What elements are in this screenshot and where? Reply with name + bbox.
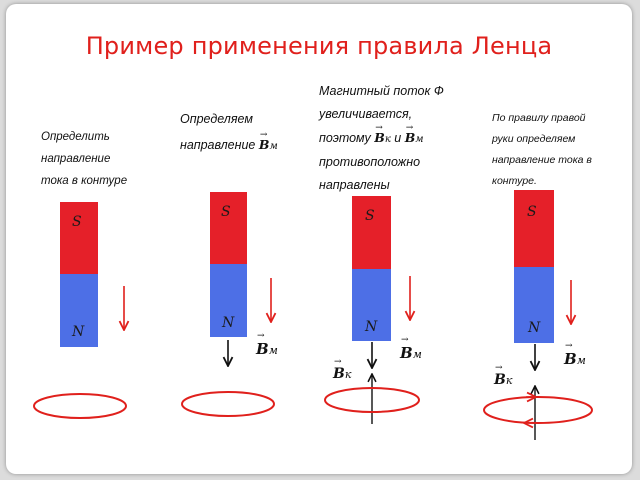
magnet-3-south: [352, 196, 391, 269]
vector-bm-subscript-2: м: [415, 134, 424, 145]
label-bm-2: Bм: [256, 331, 278, 358]
magnet-2: S N: [210, 192, 247, 337]
magnet-1-north-label: N: [71, 324, 85, 340]
caption-step-1-line-2: направление: [41, 153, 111, 165]
caption-step-4-line-2: руки определяем: [492, 133, 576, 145]
magnet-3-south-label: S: [365, 208, 375, 224]
label-bk-3: Bк: [333, 357, 352, 382]
label-bm-4: Bм: [564, 341, 586, 368]
coil-ring-1: [33, 393, 127, 419]
caption-step-2: Определяем направление Bм: [180, 107, 278, 159]
magnet-3-north-label: N: [364, 319, 378, 335]
label-bm-4-subscript: м: [576, 354, 586, 367]
vector-bk-subscript: к: [384, 134, 391, 145]
label-bk-3-symbol: B: [333, 357, 345, 382]
label-bm-2-subscript: м: [268, 344, 278, 357]
magnet-3-north: [352, 269, 391, 341]
vector-bm-symbol-2: B: [405, 117, 416, 149]
label-bm-3-subscript: м: [412, 348, 422, 361]
magnet-1: S N: [60, 202, 98, 347]
magnet-1-north: [60, 274, 98, 347]
label-bm-3-symbol: B: [400, 335, 413, 362]
label-bk-4-subscript: к: [505, 374, 513, 387]
magnet-4-north-label: N: [527, 320, 541, 336]
caption-step-4: По правилу правой руки определяем направ…: [492, 108, 592, 192]
magnet-2-south: [210, 192, 247, 264]
magnet-3: S N: [352, 196, 391, 341]
magnet-4: S N: [514, 190, 554, 343]
lenz-diagram: S N S N S N S N: [33, 190, 593, 440]
magnet-1-south: [60, 202, 98, 274]
magnet-4-north: [514, 267, 554, 343]
vector-bm-subscript: м: [269, 141, 278, 152]
label-bk-4-symbol: B: [494, 363, 506, 388]
caption-step-3-line-2: увеличивается,: [319, 107, 413, 121]
vector-bm-symbol: B: [259, 123, 270, 157]
caption-step-1-line-3: тока в контуре: [41, 175, 128, 187]
magnet-2-north-label: N: [221, 315, 235, 331]
label-bk-4: Bк: [494, 363, 513, 388]
caption-step-3-line-4: противоположно: [319, 155, 421, 169]
coil-ring-4: [483, 396, 593, 424]
label-bm-3: Bм: [400, 335, 422, 362]
label-bm-4-symbol: B: [564, 341, 577, 368]
label-bk-3-subscript: к: [344, 368, 352, 381]
caption-step-3-and: и: [394, 131, 402, 145]
caption-step-3: Магнитный поток Ф увеличивается, поэтому…: [319, 80, 444, 197]
magnet-1-south-label: S: [72, 214, 82, 230]
coil-ring-3: [324, 387, 420, 413]
label-bm-2-symbol: B: [256, 331, 269, 358]
caption-step-1-line-1: Определить: [41, 131, 110, 143]
caption-step-4-line-3: направление тока в: [492, 154, 592, 166]
slide-title: Пример применения правила Ленца: [85, 32, 553, 60]
coil-ring-2: [181, 391, 275, 417]
vector-bk-symbol: B: [374, 117, 385, 149]
caption-step-3-line-5: направлены: [319, 178, 390, 192]
magnet-4-south-label: S: [527, 204, 537, 220]
caption-step-4-line-4: контуре.: [492, 175, 537, 187]
magnet-2-north: [210, 264, 247, 337]
caption-step-3-line-3: поэтому Bк и Bм: [319, 117, 444, 151]
slide: Пример применения правила Ленца Определи…: [6, 4, 632, 474]
caption-step-1: Определить направление тока в контуре: [41, 126, 127, 192]
caption-step-4-line-1: По правилу правой: [492, 112, 586, 124]
caption-step-3-therefore: поэтому: [319, 131, 371, 145]
magnet-2-south-label: S: [221, 204, 231, 220]
caption-step-2-line-1: Определяем: [180, 112, 253, 126]
caption-step-2-direction-word: направление: [180, 138, 256, 152]
caption-step-2-line-2: направление Bм: [180, 123, 278, 159]
magnet-4-south: [514, 190, 554, 267]
caption-step-3-line-1: Магнитный поток Ф: [319, 84, 444, 98]
